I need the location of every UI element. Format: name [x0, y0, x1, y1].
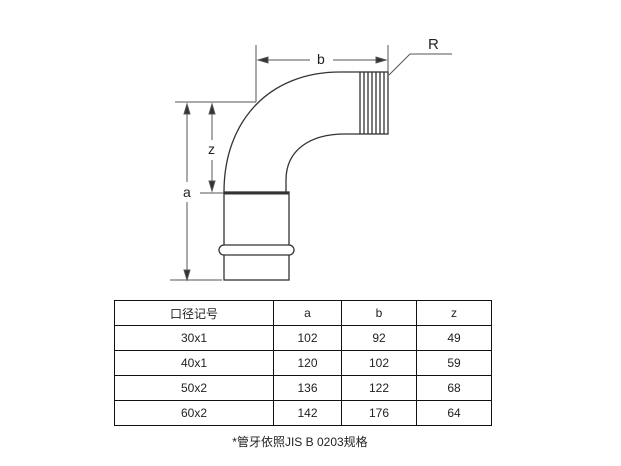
- dimension-lines: [170, 45, 452, 282]
- header-cell: a: [273, 300, 342, 326]
- table-cell: 49: [416, 325, 492, 351]
- table-cell: 59: [416, 350, 492, 376]
- dim-label-a: a: [183, 184, 191, 200]
- table-cell: 30x1: [114, 325, 274, 351]
- elbow-body: [218, 71, 389, 281]
- table-cell: 102: [341, 350, 417, 376]
- table-cell: 136: [273, 375, 342, 401]
- table-cell: 102: [273, 325, 342, 351]
- dim-label-r: R: [428, 36, 439, 53]
- table-header-row: 口径记号 a b z: [114, 300, 492, 326]
- table-cell: 68: [416, 375, 492, 401]
- table-cell: 40x1: [114, 350, 274, 376]
- table-cell: 64: [416, 400, 492, 426]
- header-cell: z: [416, 300, 492, 326]
- elbow-fitting-drawing: [170, 45, 452, 282]
- table-cell: 50x2: [114, 375, 274, 401]
- table-cell: 142: [273, 400, 342, 426]
- header-cell: b: [341, 300, 417, 326]
- table-cell: 92: [341, 325, 417, 351]
- footnote: *管牙依照JIS B 0203规格: [232, 435, 368, 449]
- table-cell: 122: [341, 375, 417, 401]
- header-cell: 口径记号: [114, 300, 274, 326]
- table-cell: 120: [273, 350, 342, 376]
- table-cell: 60x2: [114, 400, 274, 426]
- dim-label-z: z: [208, 141, 215, 157]
- dim-label-b: b: [317, 51, 325, 67]
- table-cell: 176: [341, 400, 417, 426]
